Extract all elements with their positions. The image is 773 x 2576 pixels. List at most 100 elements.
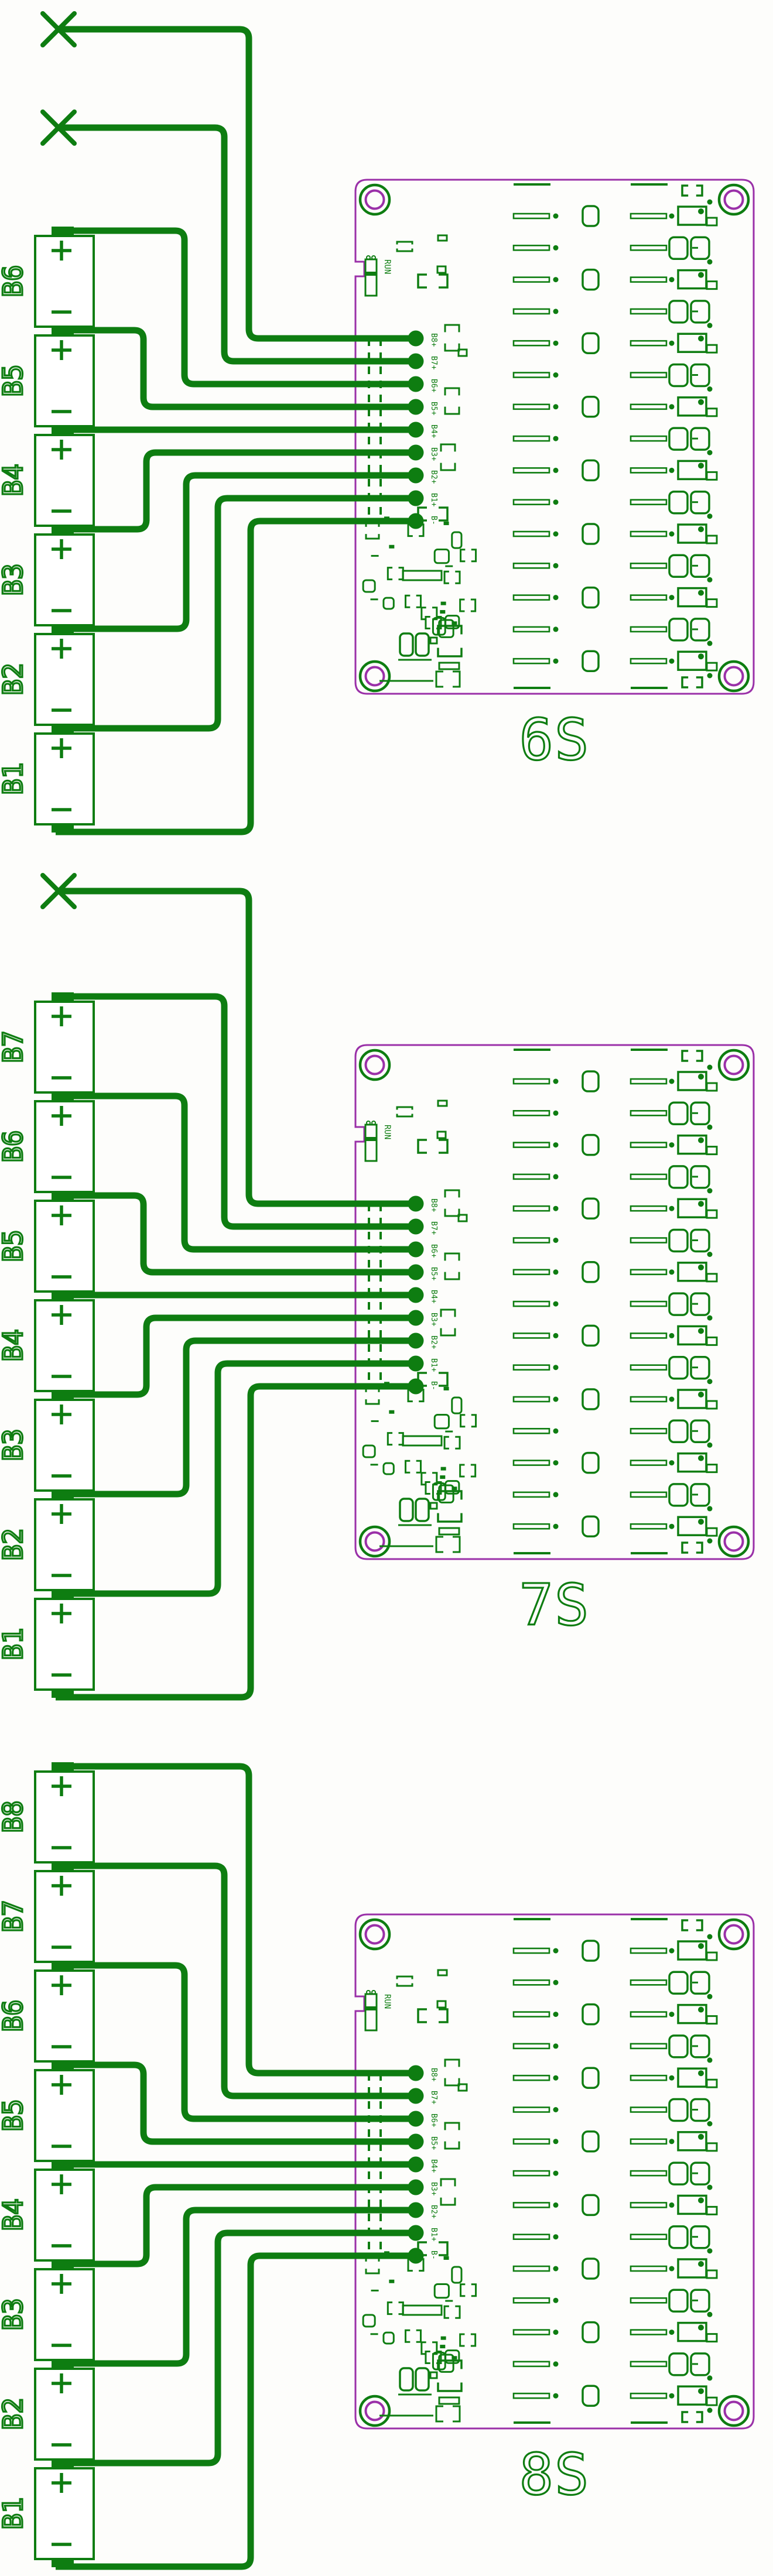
silk-bracket-icon — [439, 273, 449, 289]
silk-dot-icon — [707, 259, 713, 265]
wire-b8plus — [59, 26, 416, 342]
silk-gap — [676, 1238, 681, 1242]
mounting-hole-icon — [723, 666, 744, 687]
silk-dot-icon — [707, 199, 713, 205]
battery-positive-tab — [52, 326, 74, 334]
silk-gap — [676, 2044, 681, 2048]
battery-label: B2 — [0, 1528, 29, 1560]
silk-bracket-icon — [460, 549, 466, 563]
silk-bracket-icon — [444, 343, 460, 352]
silk-bracket-icon — [420, 1472, 426, 1486]
section-8s: RUNB8+B7+B6+B5+B4+B3+B2+B1+B-8SB8B7B6B5B… — [0, 1762, 755, 2570]
silk-bracket-icon — [440, 463, 456, 471]
silk-dot-icon — [553, 1332, 559, 1338]
smd-pad-outline-icon — [690, 1419, 710, 1444]
silk-dot-icon — [707, 1934, 713, 1940]
silk-rect-icon — [433, 2283, 450, 2299]
silk-bracket-icon — [417, 1139, 427, 1154]
pad-label: B8+ — [429, 333, 438, 347]
smd-pad-outline-icon — [668, 2225, 689, 2249]
smd-pad-outline-icon — [582, 2258, 600, 2280]
silk-rect-icon — [429, 1502, 438, 1510]
battery-cell: B1 — [0, 1590, 95, 1691]
resistor-footprint-icon — [512, 2265, 550, 2272]
transistor-footprint-icon — [677, 1134, 707, 1155]
silk-bracket-icon — [470, 1464, 477, 1478]
silk-gap — [676, 2108, 681, 2112]
resistor-footprint-icon — [512, 340, 550, 347]
silk-bracket-icon — [696, 676, 703, 688]
silk-dot-icon — [553, 2297, 559, 2303]
smd-pad-outline-icon — [668, 236, 689, 261]
wire-b3plus — [74, 1314, 416, 1398]
silk-dot-icon — [707, 513, 713, 519]
mounting-hole-icon — [364, 1531, 385, 1552]
battery-label: B1 — [0, 762, 29, 794]
silk-dot-icon — [669, 2330, 675, 2335]
pad-label: B3+ — [429, 2182, 438, 2196]
silk-bracket-icon — [365, 2269, 380, 2274]
silk-dot-icon — [553, 1110, 559, 1116]
battery-label: B6 — [0, 265, 29, 297]
run-switch-outline — [364, 1993, 378, 2032]
battery-cell: B2 — [0, 1490, 95, 1591]
smd-pad-outline-icon — [668, 363, 689, 388]
silk-dot-icon — [669, 1948, 675, 1954]
silk-bracket-icon — [471, 549, 477, 563]
silk-rect-icon — [706, 1336, 718, 1346]
transistor-footprint-icon — [677, 1262, 707, 1282]
silk-dot-icon — [553, 1523, 559, 1529]
silk-fill-icon — [443, 2256, 449, 2260]
silk-bracket-icon — [440, 443, 456, 452]
silk-dot-icon — [669, 467, 675, 473]
pin1-dot-icon — [698, 2006, 704, 2013]
silk-rect-icon — [382, 2331, 395, 2345]
silk-dot-icon — [553, 1365, 559, 1371]
silk-bracket-icon — [416, 594, 422, 608]
run-switch-pin-icon — [371, 255, 376, 260]
smd-pad-outline-icon — [415, 632, 430, 657]
silk-rect-icon — [457, 2083, 468, 2092]
silk-dot-icon — [553, 2170, 559, 2176]
silk-bracket-icon — [437, 1513, 463, 1523]
resistor-footprint-icon — [512, 499, 550, 506]
pin1-dot-icon — [698, 1519, 704, 1525]
silk-bracket-icon — [453, 2405, 461, 2423]
silk-bracket-icon — [437, 648, 463, 657]
silk-dot-icon — [553, 2075, 559, 2081]
silk-bracket-icon — [696, 1542, 703, 1554]
smd-pad-outline-icon — [582, 268, 600, 291]
balance-wires — [40, 873, 416, 1701]
silk-fill-icon — [443, 521, 449, 525]
mounting-hole-icon — [358, 660, 391, 693]
silk-bracket-icon — [440, 1328, 456, 1337]
resistor-footprint-icon — [630, 1460, 668, 1466]
silk-gap — [676, 2235, 681, 2239]
silk-rect-icon — [457, 1214, 468, 1222]
resistor-footprint-icon — [630, 2011, 668, 2017]
silk-bracket-icon — [417, 2008, 427, 2023]
mounting-hole-icon — [717, 2395, 750, 2427]
silk-bracket-icon — [455, 1436, 461, 1450]
battery-cell: B3 — [0, 2260, 95, 2361]
silk-dot-icon — [553, 658, 559, 664]
run-switch-actuator — [365, 272, 377, 276]
silk-fill-icon — [440, 610, 446, 614]
resistor-footprint-icon — [512, 213, 550, 220]
silk-bracket-icon — [396, 1106, 413, 1110]
silk-bracket-icon — [425, 1481, 430, 1495]
silk-bracket-icon — [681, 2411, 689, 2423]
silk-bracket-icon — [696, 184, 703, 197]
battery-label: B4 — [0, 464, 29, 496]
silk-bracket-icon — [439, 2241, 449, 2256]
battery-positive-tab — [52, 724, 74, 732]
pin1-dot-icon — [698, 1943, 704, 1949]
smd-pad-outline-icon — [582, 1261, 600, 1283]
smd-pad-outline-icon — [399, 632, 414, 657]
battery-positive-tab — [52, 1961, 74, 1969]
silk-rect-icon — [451, 2266, 463, 2284]
silk-rect-icon — [437, 1099, 448, 1107]
silk-dot-icon — [553, 436, 559, 441]
smd-pad-outline-icon — [582, 1197, 600, 1220]
silk-rect-icon — [382, 1462, 395, 1475]
